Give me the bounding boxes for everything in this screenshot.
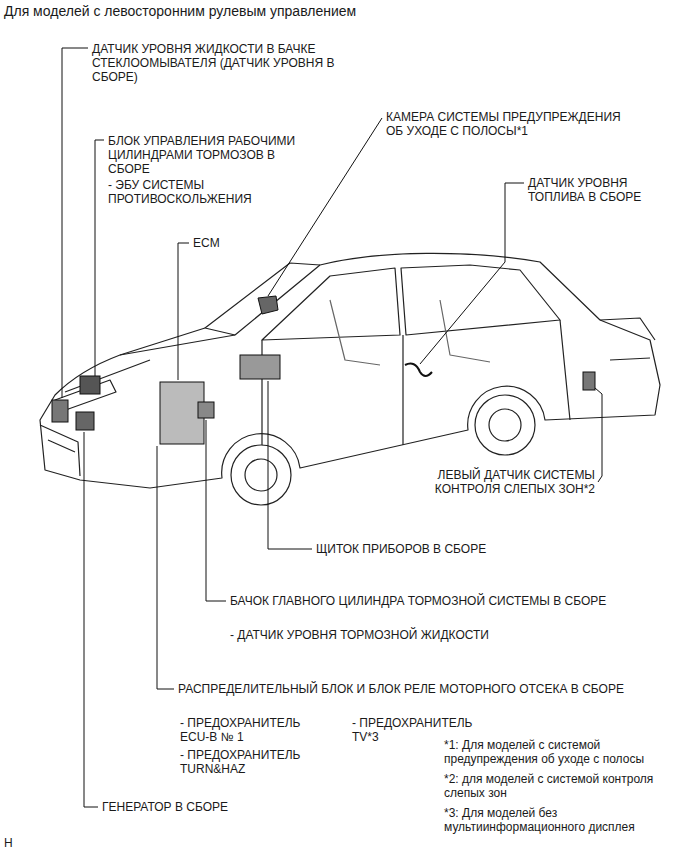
footnote: *1: Для моделей с системой предупреждени… [444, 738, 669, 766]
leader-line [178, 243, 189, 380]
leader-line [62, 48, 88, 398]
sub-label: - ЭБУ СИСТЕМЫ ПРОТИВОСКОЛЬЖЕНИЯ [108, 178, 308, 206]
part-label: ECM [193, 236, 253, 250]
part-label: РАСПРЕДЕЛИТЕЛЬНЫЙ БЛОК И БЛОК РЕЛЕ МОТОР… [178, 682, 628, 696]
fuel-sensor [405, 364, 432, 376]
blind-spot-sensor [583, 372, 595, 390]
camera [258, 296, 278, 314]
part-label: ЛЕВЫЙ ДАТЧИК СИСТЕМЫ КОНТРОЛЯ СЛЕПЫХ ЗОН… [405, 468, 595, 496]
footnote: *3: Для моделей без мультиинформационног… [444, 806, 669, 834]
part-label: БЛОК УПРАВЛЕНИЯ РАБОЧИМИ ЦИЛИНДРАМИ ТОРМ… [108, 134, 308, 176]
trunk-lines [600, 318, 655, 360]
windshield [205, 263, 320, 335]
part-label: ДАТЧИК УРОВНЯ ЖИДКОСТИ В БАЧКЕ СТЕКЛООМЫ… [92, 42, 342, 84]
leader-line [420, 183, 524, 364]
rear-wheel [475, 395, 535, 455]
leader-line [595, 388, 602, 482]
part-label: БАЧОК ГЛАВНОГО ЦИЛИНДРА ТОРМОЗНОЙ СИСТЕМ… [230, 594, 620, 608]
leader-line [206, 420, 226, 601]
rear-hub [489, 409, 521, 441]
body-outline [40, 253, 660, 488]
grille [40, 425, 80, 476]
car-body [40, 253, 660, 505]
washer-sensor [52, 400, 68, 422]
part-label: КАМЕРА СИСТЕМЫ ПРЕДУПРЕЖДЕНИЯ ОБ УХОДЕ С… [386, 110, 636, 138]
ecm-and-fuse-block [160, 382, 204, 444]
front-wheel [231, 445, 291, 505]
part-label: ЩИТОК ПРИБОРОВ В СБОРЕ [316, 542, 566, 556]
diagram-title: Для моделей с левосторонним рулевым упра… [4, 3, 356, 20]
brake-actuator [80, 376, 100, 394]
components [52, 296, 595, 444]
figure-code: H [4, 836, 34, 850]
sub-label: - ПРЕДОХРАНИТЕЛЬ TURN&HAZ [180, 748, 330, 776]
front-hub [245, 459, 277, 491]
generator [76, 412, 94, 430]
instrument-cluster [240, 355, 280, 379]
leader-line [95, 140, 104, 376]
rear-window [401, 265, 560, 335]
part-label: ДАТЧИК УРОВНЯ ТОПЛИВА В СБОРЕ [528, 176, 678, 204]
master-cylinder [198, 402, 214, 418]
sub-label: - ПРЕДОХРАНИТЕЛЬ ECU-B № 1 [180, 716, 330, 744]
leader-line [268, 381, 312, 549]
leader-line [157, 446, 174, 689]
sub-label: - ДАТЧИК УРОВНЯ ТОРМОЗНОЙ ЖИДКОСТИ [230, 628, 620, 642]
leader-line [84, 432, 98, 807]
seats [330, 300, 490, 365]
footnote: *2: для моделей с системой контроля слеп… [444, 772, 669, 800]
part-label: ГЕНЕРАТОР В СБОРЕ [102, 800, 302, 814]
